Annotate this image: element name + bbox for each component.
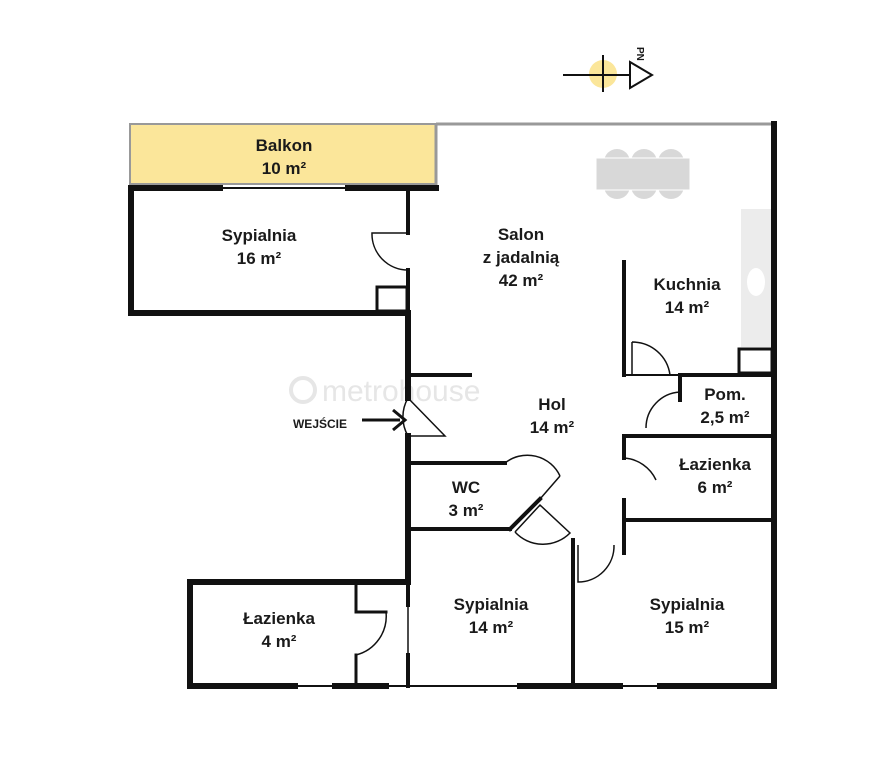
dining-table: [595, 149, 691, 199]
entrance-arrow-icon: [362, 408, 408, 432]
room-name: Hol: [538, 395, 565, 414]
room-salon: Salon z jadalnią 42 m²: [483, 225, 560, 290]
room-name: Łazienka: [243, 609, 315, 628]
room-kuchnia: Kuchnia 14 m²: [653, 275, 721, 317]
room-area: 14 m²: [469, 618, 514, 637]
room-sypialnia-14: Sypialnia 14 m²: [454, 595, 529, 637]
room-name: Pom.: [704, 385, 746, 404]
room-lazienka-4: Łazienka 4 m²: [243, 609, 315, 651]
room-pom: Pom. 2,5 m²: [700, 385, 749, 427]
room-name: Sypialnia: [222, 226, 297, 245]
room-area: 4 m²: [262, 632, 297, 651]
room-hol: Hol 14 m²: [530, 395, 575, 437]
kitchen-counter: [741, 209, 771, 347]
room-lazienka-6: Łazienka 6 m²: [679, 455, 751, 497]
balcony-area: [130, 124, 436, 184]
room-area: 14 m²: [665, 298, 710, 317]
walls: [128, 121, 777, 689]
room-area: 14 m²: [530, 418, 575, 437]
room-name: Balkon: [256, 136, 313, 155]
room-name: Łazienka: [679, 455, 751, 474]
room-balkon: Balkon 10 m²: [256, 136, 313, 178]
room-area: 2,5 m²: [700, 408, 749, 427]
room-sypialnia-15: Sypialnia 15 m²: [650, 595, 725, 637]
room-sypialnia-16: Sypialnia 16 m²: [222, 226, 297, 268]
room-name: Salon: [498, 225, 544, 244]
compass-label: PN: [634, 47, 645, 61]
room-area: 3 m²: [449, 501, 484, 520]
watermark-text: metrohouse: [322, 375, 480, 408]
room-name: WC: [452, 478, 480, 497]
doors: [355, 232, 681, 656]
room-subtitle: z jadalnią: [483, 248, 560, 267]
room-area: 42 m²: [499, 271, 544, 290]
compass-north-icon: PN: [563, 47, 654, 92]
room-area: 6 m²: [698, 478, 733, 497]
watermark: metrohouse: [289, 375, 480, 408]
room-name: Sypialnia: [650, 595, 725, 614]
room-area: 16 m²: [237, 249, 282, 268]
entrance-label: WEJŚCIE: [293, 416, 347, 431]
room-area: 10 m²: [262, 159, 307, 178]
room-name: Sypialnia: [454, 595, 529, 614]
room-name: Kuchnia: [653, 275, 721, 294]
room-wc: WC 3 m²: [449, 478, 484, 520]
room-area: 15 m²: [665, 618, 710, 637]
